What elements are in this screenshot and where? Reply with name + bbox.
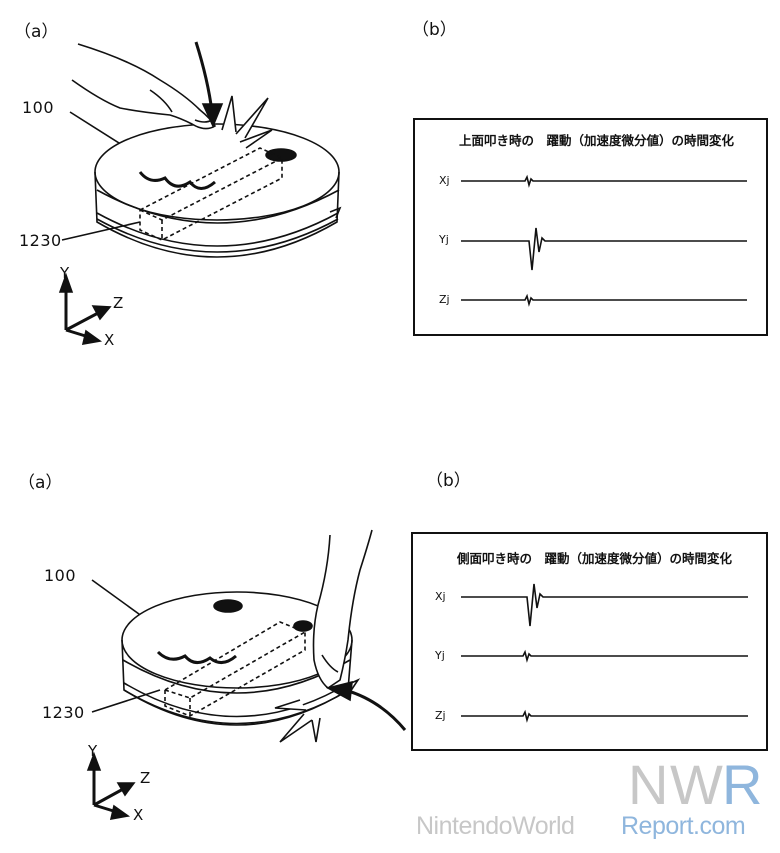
sensor-number-label: 1230 [19,231,62,250]
axis-y-label: Y [60,264,70,282]
site-name-part2: Report.com [621,812,746,840]
device-number-label: 100 [44,566,77,585]
figure-a-label: （a） [18,473,63,493]
logo-letter-n: N [628,753,668,816]
channel-label-z: Zj [439,293,450,306]
axis-z-label: Z [113,294,124,312]
axis-x-label: X [104,331,115,349]
device-number-label: 100 [22,98,55,117]
site-watermark: NintendoWorld Report.com [416,812,770,846]
panel-title: 上面叩き時の 躍動（加速度微分値）の時間変化 [459,133,735,148]
logo-letter-r: R [722,753,762,816]
logo-letter-w: W [670,753,723,816]
figure-a-label: （a） [14,22,59,42]
axis-y-label: Y [88,742,98,760]
jerk-graph-panel: 側面叩き時の 躍動（加速度微分値）の時間変化 Xj Yj Zj [411,532,768,751]
site-name-part1: NintendoWorld [416,812,575,840]
axis-z-label: Z [140,769,151,787]
channel-label-y: Yj [439,233,449,246]
trace-yj [461,649,748,663]
channel-label-y: Yj [435,649,445,662]
panel-title: 側面叩き時の 躍動（加速度微分値）の時間変化 [457,551,733,566]
figure-b-label: （b） [426,471,471,491]
trace-zj [461,293,747,307]
channel-label-x: Xj [439,174,450,187]
axis-x-label: X [133,806,144,824]
trace-yj [461,227,747,271]
figure-b-label: （b） [412,20,457,40]
sensor-number-label: 1230 [42,703,85,722]
jerk-graph-panel: 上面叩き時の 躍動（加速度微分値）の時間変化 Xj Yj Zj [413,118,768,336]
trace-zj [461,709,748,723]
trace-xj [461,174,747,188]
trace-xj [461,583,748,627]
channel-label-x: Xj [435,590,446,603]
channel-label-z: Zj [435,709,446,722]
nwr-logo: N W R [628,752,768,816]
